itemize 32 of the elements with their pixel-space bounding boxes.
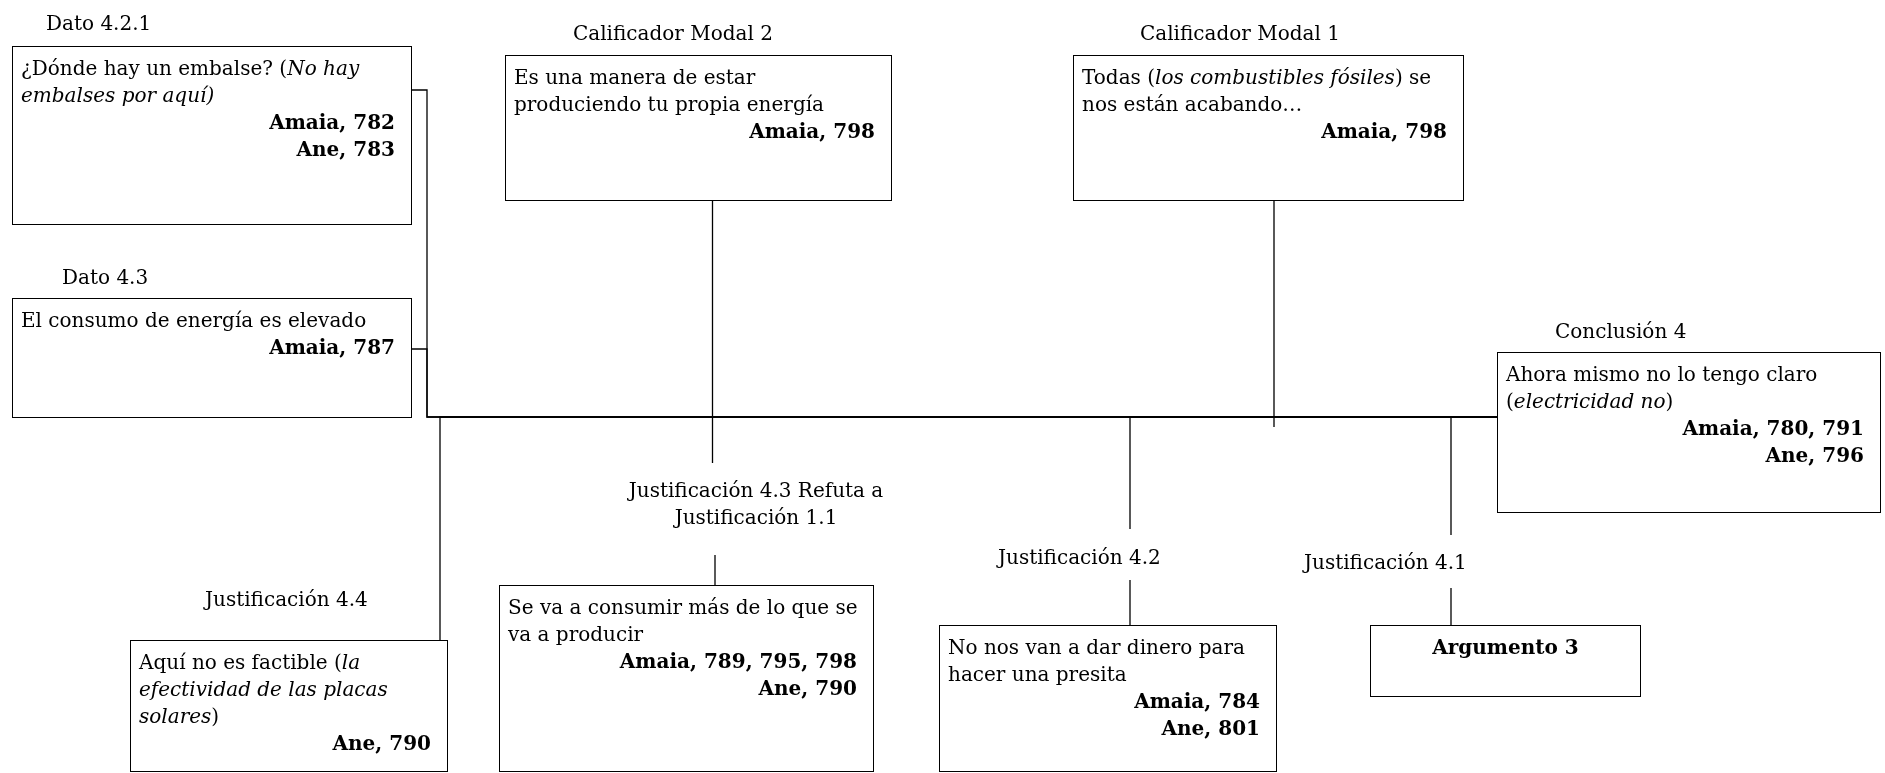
node-heading: Conclusión 4 [1555, 318, 1688, 345]
statement-text: Aquí no es factible (la efectividad de las placas solares) [139, 649, 389, 730]
citation-text: Ane, 790 [757, 675, 858, 702]
citation-text: Ane, 801 [1160, 715, 1261, 742]
node-heading: Calificador Modal 2 [573, 20, 774, 47]
connector-line [1450, 416, 1498, 536]
citation-text: Ane, 796 [1764, 442, 1865, 469]
node-heading: Justificación 4.4 [205, 586, 369, 613]
statement-text: ¿Dónde hay un embalse? (No hay embalses por aquí) [21, 55, 361, 109]
node-heading: Justificación 4.3 Refuta a Justificación 1.1 [626, 477, 885, 531]
statement-text: No nos van a dar dinero para hacer una presita [948, 634, 1246, 688]
argument-reference: Argumento 3 [1431, 634, 1580, 661]
node-heading: Justificación 4.1 [1304, 549, 1468, 576]
statement-text: Ahora mismo no lo tengo claro (electricidad no) [1506, 361, 1819, 415]
node-heading: Justificación 4.2 [998, 544, 1162, 571]
citation-text: Ane, 783 [295, 136, 396, 163]
statement-text: El consumo de energía es elevado [21, 307, 368, 334]
connector-line [711, 200, 714, 464]
citation-text: Ane, 790 [331, 730, 432, 757]
statement-text: Es una manera de estar produciendo tu propia energía [514, 64, 825, 118]
citation-text: Amaia, 798 [748, 118, 876, 145]
citation-text: Amaia, 780, 791 [1681, 415, 1865, 442]
citation-text: Amaia, 789, 795, 798 [618, 648, 858, 675]
citation-text: Amaia, 782 [268, 109, 396, 136]
node-heading: Dato 4.2.1 [46, 10, 153, 37]
node-heading: Calificador Modal 1 [1140, 20, 1341, 47]
citation-text: Amaia, 798 [1320, 118, 1448, 145]
node-heading: Dato 4.3 [62, 264, 150, 291]
statement-text: Se va a consumir más de lo que se va a producir [508, 594, 859, 648]
citation-text: Amaia, 787 [268, 334, 396, 361]
citation-text: Amaia, 784 [1133, 688, 1261, 715]
statement-text: Todas (los combustibles fósiles) se nos están acabando… [1082, 64, 1433, 118]
